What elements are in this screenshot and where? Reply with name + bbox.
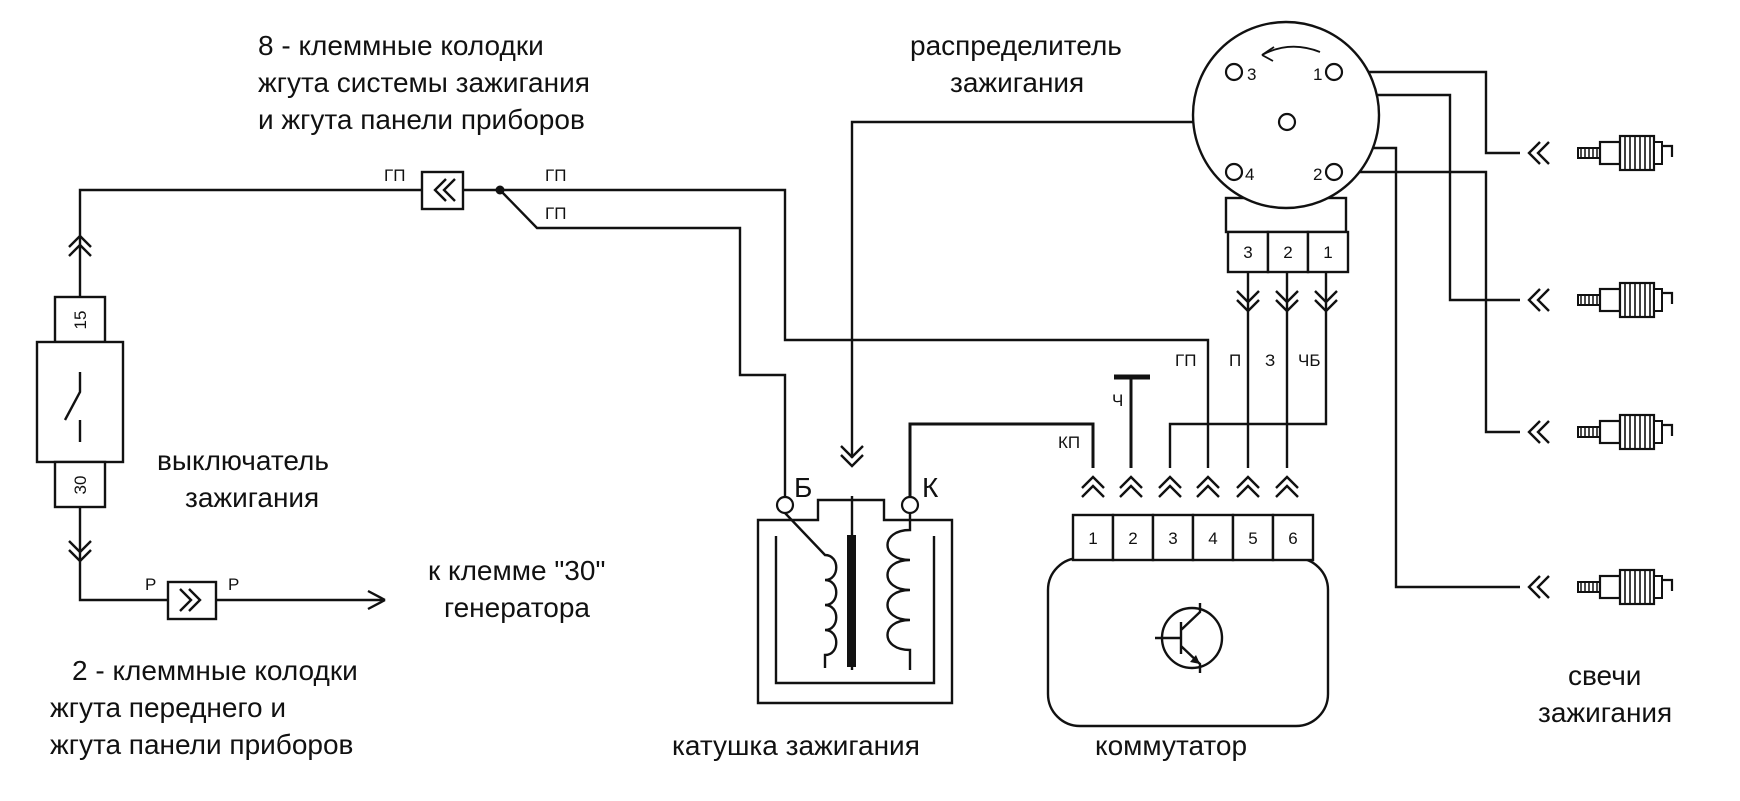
connectors-2-caption-line1: 2 - клеммные колодки: [72, 655, 358, 686]
switch-terminal-15-label: 15: [71, 311, 90, 330]
distributor-terminal-2-label: 2: [1313, 165, 1322, 184]
wire-code-gp: ГП: [545, 166, 566, 185]
coil-terminal-k: [900, 495, 920, 515]
wire-code-chb: ЧБ: [1298, 351, 1321, 370]
to-generator-caption-line1: к клемме "30": [428, 555, 605, 586]
to-generator-caption-line2: генератора: [444, 592, 590, 623]
wire-dist-pin1-to-comm: [1168, 264, 1328, 468]
distributor-terminal-4: [1224, 162, 1244, 182]
commutator-pin-label: 6: [1288, 529, 1297, 548]
connectors-8-caption-line2: жгута системы зажигания: [258, 67, 590, 98]
dist-pin-label: 2: [1283, 243, 1292, 262]
transistor-icon: [1155, 603, 1224, 673]
ht-lead-1: [1346, 70, 1520, 155]
distributor-caption-line2: зажигания: [950, 67, 1084, 98]
dist-connector-pin: [1266, 230, 1310, 274]
wire-gp-to-coil-b: [499, 189, 787, 505]
distributor-terminal-3-label: 3: [1247, 65, 1256, 84]
wires: [78, 70, 1520, 611]
switch-terminal-30: [53, 460, 107, 509]
commutator-caption: коммутатор: [1095, 730, 1247, 761]
wire-gp-to-commutator: [500, 188, 1210, 468]
wire-code-z: З: [1265, 351, 1275, 370]
distributor-terminal-4-label: 4: [1245, 165, 1254, 184]
switch-body: [35, 340, 125, 464]
connectors-2-caption-line2: жгута переднего и: [50, 692, 286, 723]
commutator-pin: [1111, 513, 1155, 562]
commutator-pin-label: 3: [1168, 529, 1177, 548]
connectors-2-caption-line3: жгута панели приборов: [50, 729, 353, 760]
plugs-caption-line1: свечи: [1568, 660, 1641, 691]
spark-plugs: [1527, 134, 1674, 606]
coil-case-inner: [774, 536, 936, 685]
arrow-to-generator-icon: [367, 589, 386, 611]
commutator-pin: [1271, 513, 1315, 562]
dist-connector-pin: [1226, 230, 1270, 274]
wire-code-ch: Ч: [1112, 391, 1123, 410]
wire-code-p: П: [1229, 351, 1241, 370]
plugs-caption-line2: зажигания: [1538, 697, 1672, 728]
coil-terminal-b-label: Б: [794, 472, 812, 503]
distributor: 3 1 4 2 3 2 1: [1191, 20, 1381, 313]
distributor-terminal-2: [1324, 162, 1344, 182]
commutator-pin-label: 1: [1088, 529, 1097, 548]
coil-case-outer: [756, 498, 954, 705]
wire-code-gp: ГП: [384, 166, 405, 185]
coil-caption: катушка зажигания: [672, 730, 920, 761]
commutator: 1 2 3 4 5 6: [1046, 475, 1330, 728]
connector-chevron-icon: [433, 178, 456, 202]
switch-caption-line2: зажигания: [185, 482, 319, 513]
wire-code-gp: ГП: [1175, 351, 1196, 370]
wire-hv-distributor-to-coil: [850, 120, 1287, 458]
wire-switch-to-p-connector: [78, 507, 168, 602]
coil-core: [847, 535, 856, 667]
wire-code-p: Р: [145, 575, 156, 594]
commutator-pin: [1191, 513, 1235, 562]
dist-pin-label: 3: [1243, 243, 1252, 262]
wire-coil-k-to-commutator: [908, 422, 1095, 505]
wire-code-p: Р: [228, 575, 239, 594]
connectors-8-caption-line3: и жгута панели приборов: [258, 104, 585, 135]
distributor-terminal-3: [1224, 62, 1244, 82]
connectors-8-caption-line1: 8 - клеммные колодки: [258, 30, 544, 61]
wire-switch-to-gp-connector: [78, 188, 422, 297]
connector-p: [166, 580, 218, 621]
distributor-terminal-1: [1324, 62, 1344, 82]
ignition-coil: Б К: [756, 444, 954, 705]
switch-caption-line1: выключатель: [157, 445, 329, 476]
commutator-pin: [1151, 513, 1195, 562]
ht-lead-2: [1346, 170, 1520, 434]
coil-secondary-winding-icon: [886, 513, 912, 670]
captions: 8 - клеммные колодки жгута системы зажиг…: [50, 30, 1672, 761]
wire-codes: ГП ГП ГП Р Р ГП П З ЧБ Ч КП: [145, 166, 1321, 594]
dist-connector-pin: [1306, 230, 1350, 274]
commutator-pin-label: 5: [1248, 529, 1257, 548]
switch-terminal-30-label: 30: [71, 476, 90, 495]
commutator-pin-label: 4: [1208, 529, 1217, 548]
connector-chevron-icon: [179, 588, 202, 612]
switch-contact-icon: [63, 372, 82, 442]
distributor-terminal-1-label: 1: [1313, 65, 1322, 84]
commutator-pin-label: 2: [1128, 529, 1137, 548]
coil-terminal-b: [775, 495, 795, 515]
connector-gp: [420, 170, 465, 211]
ignition-switch: 15 30: [35, 234, 125, 563]
coil-terminal-k-label: К: [922, 472, 939, 503]
wire-code-kp: КП: [1058, 433, 1080, 452]
distributor-caption-line1: распределитель: [910, 30, 1122, 61]
distributor-center-terminal: [1277, 112, 1297, 132]
wire-code-gp: ГП: [545, 204, 566, 223]
dist-pin-label: 1: [1323, 243, 1332, 262]
coil-primary-winding-icon: [784, 512, 838, 668]
